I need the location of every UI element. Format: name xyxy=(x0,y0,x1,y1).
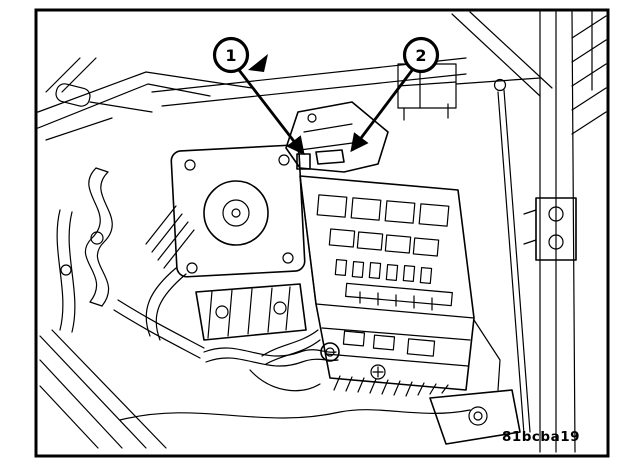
figure-code: 81bcba19 xyxy=(502,429,580,445)
callout-2-label: 2 xyxy=(415,46,426,65)
harness-bottom xyxy=(203,342,386,392)
callout-1-label: 1 xyxy=(225,46,236,65)
callout-1-circle xyxy=(212,36,250,74)
callout-1: 1 xyxy=(212,36,305,156)
callout-1-arrow xyxy=(237,69,305,156)
fender-structure xyxy=(451,11,607,453)
hood-latch-mark xyxy=(248,54,268,72)
bracket-bottom-right xyxy=(429,319,521,445)
frame-rail xyxy=(39,329,471,449)
fender-bracket xyxy=(535,197,577,261)
power-distribution-center xyxy=(261,175,475,397)
callout-2-circle xyxy=(402,36,440,74)
figure-border-frame xyxy=(34,8,610,458)
engine-illustration xyxy=(37,11,607,453)
hood-lines xyxy=(37,54,268,141)
cowl-assembly xyxy=(151,57,541,173)
callout-2: 2 xyxy=(350,36,440,153)
air-cleaner xyxy=(145,144,307,341)
callout-2-target-part xyxy=(315,149,345,165)
prop-rod xyxy=(493,78,531,435)
callout-2-arrow xyxy=(350,68,415,153)
hoses xyxy=(56,167,205,359)
callouts: 1 2 xyxy=(212,36,440,156)
